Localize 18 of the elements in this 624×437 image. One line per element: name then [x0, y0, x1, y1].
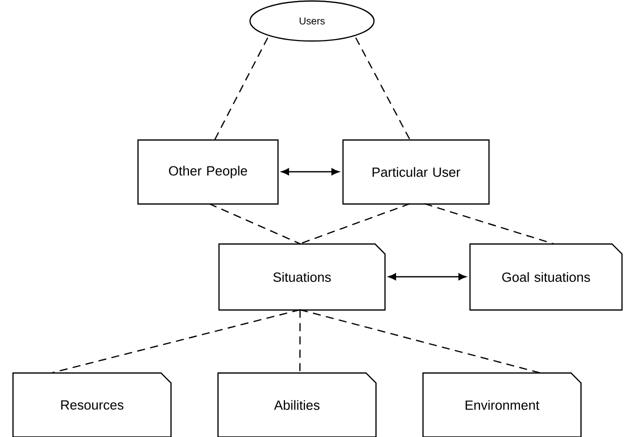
- connector-line: [424, 203, 554, 244]
- arrow: [388, 273, 466, 280]
- connector-line: [208, 203, 300, 244]
- process-box: Other People: [137, 139, 279, 205]
- connector-line: [355, 37, 410, 140]
- document-box: Environment: [422, 372, 582, 437]
- document-box: Abilities: [217, 372, 377, 437]
- arrow: [281, 168, 340, 176]
- connector-line: [214, 37, 268, 140]
- document-box: Resources: [12, 372, 172, 437]
- connector-line: [52, 309, 300, 374]
- document-box: Situations: [218, 243, 386, 311]
- process-box: Particular User: [342, 139, 490, 205]
- ellipse-node: Users: [249, 0, 375, 42]
- connector-line: [300, 203, 410, 244]
- connector-line: [299, 310, 301, 373]
- connector-line: [300, 309, 540, 374]
- document-box: Goal situations: [469, 243, 623, 311]
